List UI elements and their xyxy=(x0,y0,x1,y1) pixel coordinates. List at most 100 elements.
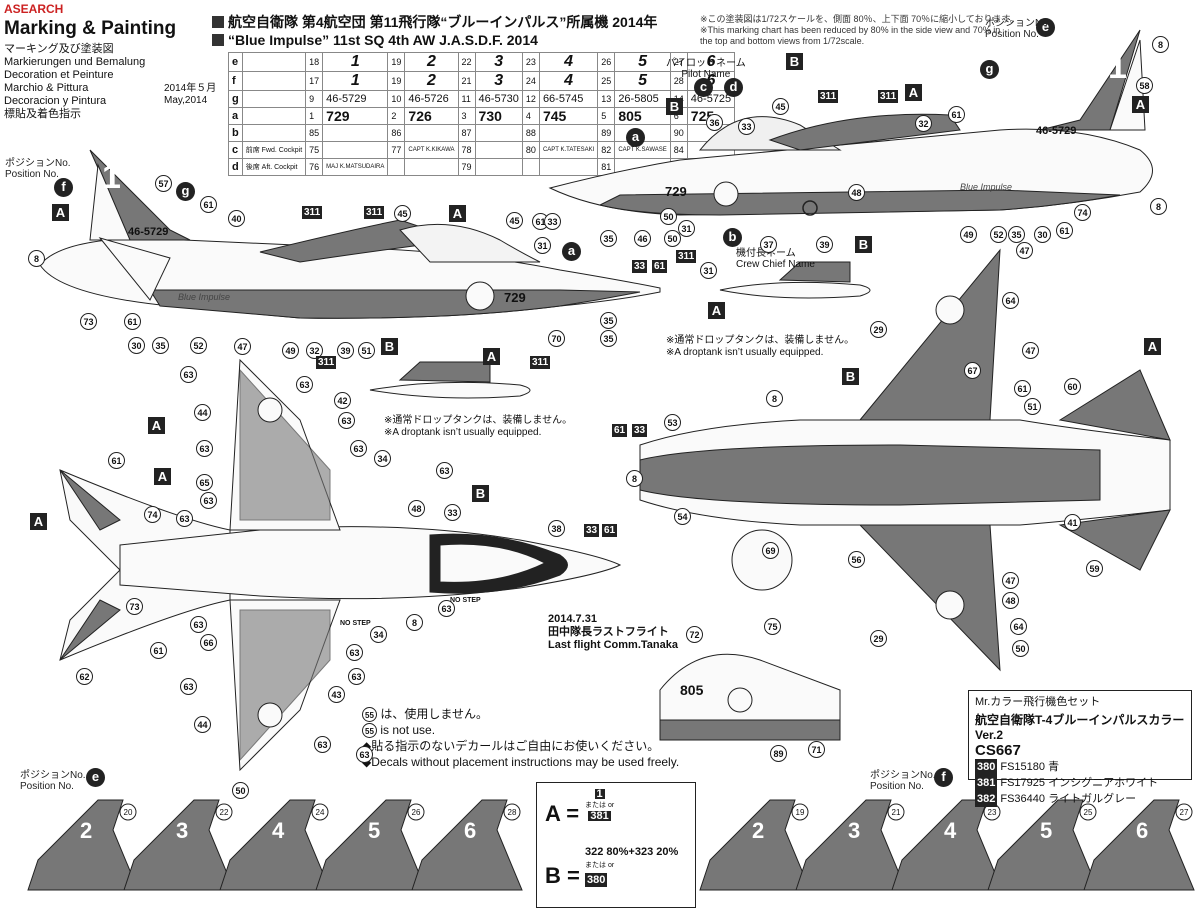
header-jp: 航空自衛隊 第4航空団 第11飛行隊“ブルーインパルス”所属機 2014年 xyxy=(212,12,657,32)
decal-cell: 2 xyxy=(404,52,459,72)
part-callout: 41 xyxy=(1064,514,1081,531)
nose-number-left: 729 xyxy=(504,290,526,305)
decal-row-key: a xyxy=(228,107,243,125)
f-tail-callout-no: 27 xyxy=(1180,808,1189,817)
part-callout: 61 xyxy=(124,313,141,330)
part-callout: 63 xyxy=(438,600,455,617)
part-callout: 63 xyxy=(180,678,197,695)
decal-row-label: 後席 Aft. Cockpit xyxy=(241,158,307,176)
part-callout: 39 xyxy=(816,236,833,253)
nose-number-right: 729 xyxy=(665,184,687,199)
part-callout: 31 xyxy=(678,220,695,237)
decal-row-key: b xyxy=(228,124,243,142)
part-callout: 61 xyxy=(108,452,125,469)
f-tail-callout xyxy=(1175,803,1193,821)
e-tail-callout-no: 26 xyxy=(412,808,421,817)
part-callout: 49 xyxy=(282,342,299,359)
part-callout: 48 xyxy=(1002,592,1019,609)
f-tail-digit: 2 xyxy=(752,818,764,843)
part-callout: 52 xyxy=(990,226,1007,243)
part-callout: 52 xyxy=(190,337,207,354)
last-flight-label: 2014.7.31 田中隊長ラストフライト Last flight Comm.T… xyxy=(548,613,678,651)
decal-row-key: e xyxy=(228,52,243,72)
part-callout: 63 xyxy=(436,462,453,479)
part-callout: 8 xyxy=(1152,36,1169,53)
scale-note: ※この塗装図は1/72スケールを、側面 80％、上下面 70％に縮小しております… xyxy=(700,14,1019,46)
part-callout: 44 xyxy=(194,716,211,733)
part-callout: 58 xyxy=(1136,77,1153,94)
decal-box-label: 311 xyxy=(818,90,839,103)
e-tail-callout xyxy=(215,803,233,821)
position-e-icon: e xyxy=(86,768,105,787)
f-tail-callout-no: 23 xyxy=(988,808,997,817)
e-tail-fin xyxy=(411,799,523,891)
part-callout: 66 xyxy=(200,634,217,651)
decal-callout-a: a xyxy=(626,128,645,147)
part-callout: 63 xyxy=(180,366,197,383)
part-callout: 67 xyxy=(964,362,981,379)
part-callout: 57 xyxy=(155,175,172,192)
part-callout: 39 xyxy=(337,342,354,359)
part-callout: 60 xyxy=(1064,378,1081,395)
part-callout: 48 xyxy=(848,184,865,201)
part-callout: 8 xyxy=(28,250,45,267)
part-callout: 30 xyxy=(1034,226,1051,243)
e-tail-digit: 2 xyxy=(80,818,92,843)
decal-cell: 730 xyxy=(474,107,523,125)
decal-callout-e: e xyxy=(1036,18,1055,37)
part-callout: 47 xyxy=(1016,242,1033,259)
part-callout: 31 xyxy=(534,237,551,254)
part-callout: 56 xyxy=(848,551,865,568)
e-tail-callout xyxy=(407,803,425,821)
paint-label-b: B xyxy=(786,53,803,70)
part-callout: 72 xyxy=(686,626,703,643)
part-callout: 63 xyxy=(200,492,217,509)
part-callout: 31 xyxy=(700,262,717,279)
language-list: マーキング及び塗装図 Markierungen und Bemalung Dec… xyxy=(4,43,145,121)
part-callout: 45 xyxy=(506,212,523,229)
part-callout: 63 xyxy=(190,616,207,633)
decal-box-label: 33 xyxy=(632,260,648,273)
part-callout: 73 xyxy=(126,598,143,615)
part-callout: 38 xyxy=(548,520,565,537)
part-callout: 59 xyxy=(1086,560,1103,577)
lang-it: Marchio & Pittura xyxy=(4,82,89,94)
header-en: “Blue Impulse” 11st SQ 4th AW J.A.S.D.F.… xyxy=(212,32,538,48)
part-callout: 61 xyxy=(1014,380,1031,397)
part-callout: 65 xyxy=(196,474,213,491)
f-tail-digit: 4 xyxy=(944,818,957,843)
droptank-top-right xyxy=(719,261,871,299)
paint-label-b: B xyxy=(842,368,859,385)
part-callout: 33 xyxy=(738,118,755,135)
side-view-right xyxy=(548,29,1153,216)
decal-callout-f: f xyxy=(54,178,73,197)
part-callout: 63 xyxy=(314,736,331,753)
part-callout: 61 xyxy=(1056,222,1073,239)
part-callout: 69 xyxy=(762,542,779,559)
part-callout: 36 xyxy=(706,114,723,131)
part-callout: 54 xyxy=(674,508,691,525)
part-callout: 63 xyxy=(348,668,365,685)
tail-number-right: 1 xyxy=(1108,48,1127,86)
part-callout: 35 xyxy=(600,312,617,329)
position-label-right: ポジションNo.Position No. xyxy=(985,18,1051,40)
part-callout: 64 xyxy=(1010,618,1027,635)
decal-callout-g: g xyxy=(980,60,999,79)
part-callout: 53 xyxy=(664,414,681,431)
f-tail-digit: 5 xyxy=(1040,818,1052,843)
section-title: Marking & Painting xyxy=(4,18,177,39)
no-step-label: NO STEP xyxy=(450,597,481,604)
paint-set-box: Mr.カラー飛行機色セット 航空自衛隊T-4ブルーインパルスカラー Ver.2 … xyxy=(968,690,1192,807)
part-callout: 50 xyxy=(664,230,681,247)
part-callout: 51 xyxy=(1024,398,1041,415)
paint-label-a: A xyxy=(905,84,922,101)
e-tail-callout xyxy=(311,803,329,821)
part-callout: 44 xyxy=(194,404,211,421)
decal-box-label: 311 xyxy=(316,356,337,369)
part-callout: 35 xyxy=(600,330,617,347)
decal-box-label: 311 xyxy=(530,356,551,369)
position-label-e: ポジションNo.Position No. xyxy=(20,770,86,792)
